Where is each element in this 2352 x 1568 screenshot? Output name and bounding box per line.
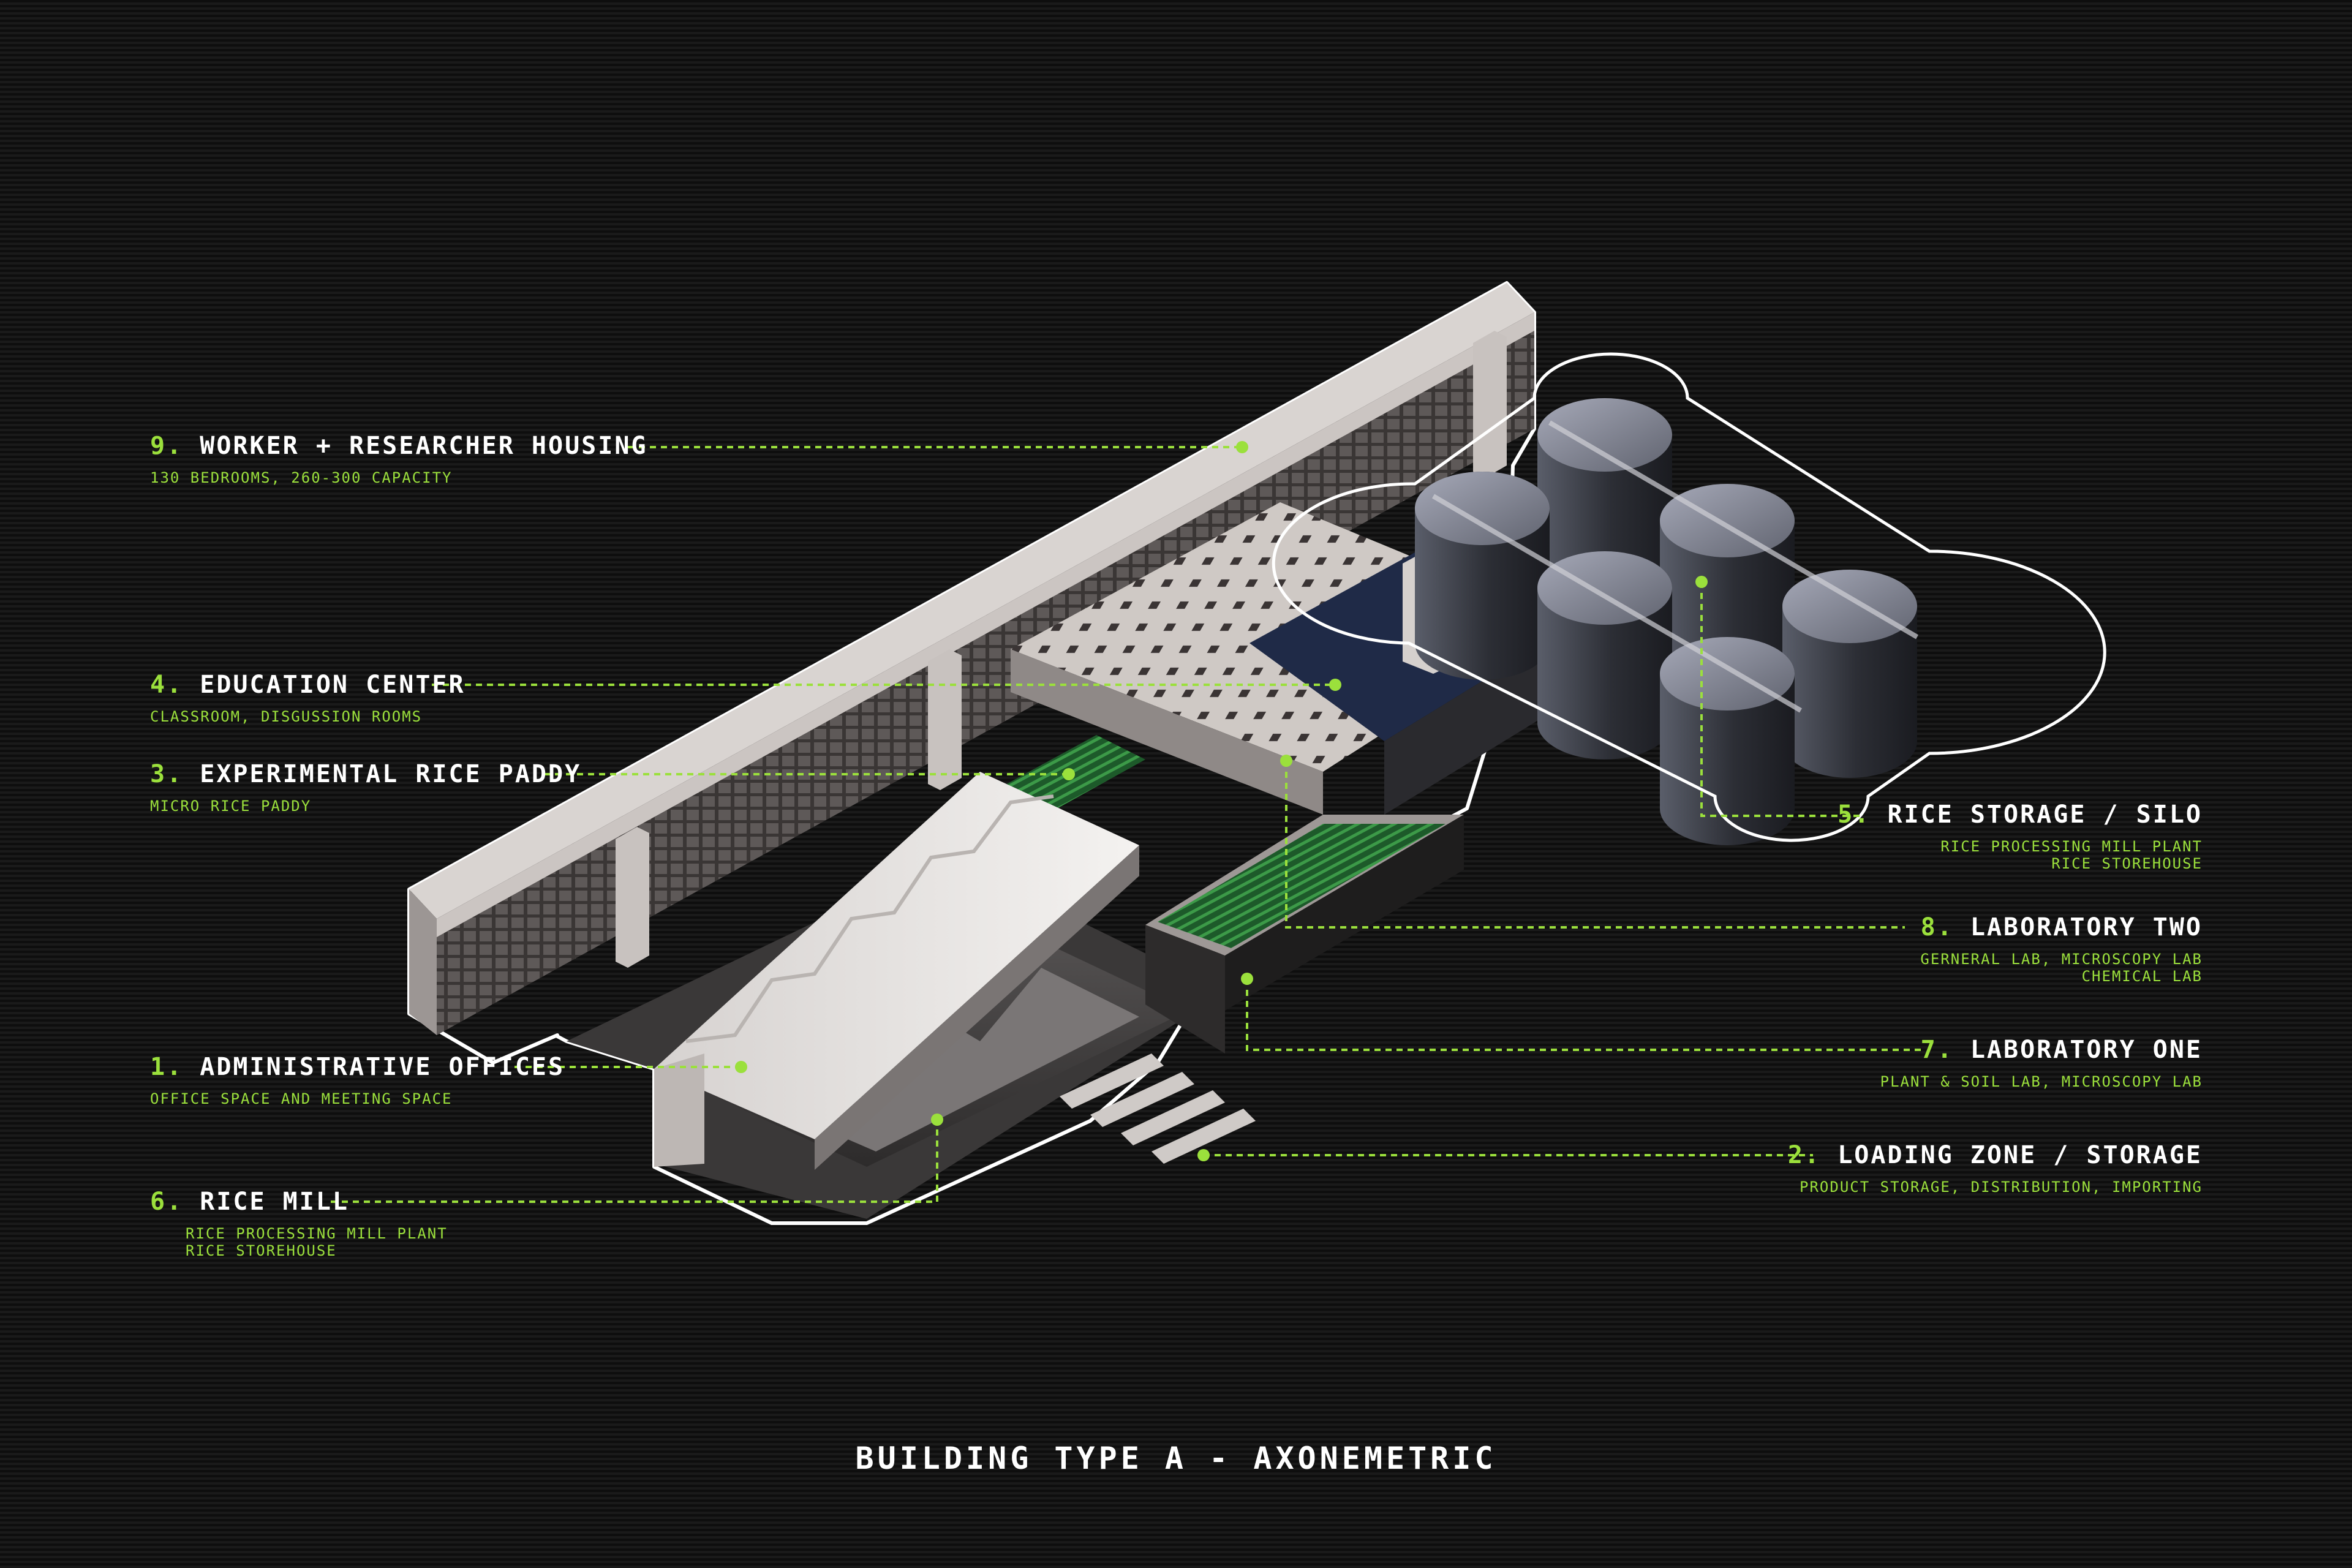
label-subtitle-group: RICE PROCESSING MILL PLANT RICE STOREHOU… <box>1838 838 2203 872</box>
label-title: EDUCATION CENTER <box>200 671 466 699</box>
label-subtitle: 130 BEDROOMS, 260-300 CAPACITY <box>150 469 453 486</box>
label-subtitle: MICRO RICE PADDY <box>150 797 312 815</box>
label-subtitle: GERNERAL LAB, MICROSCOPY LAB <box>1920 951 2203 968</box>
label-rice-storage-silo: 5. RICE STORAGE / SILO RICE PROCESSING M… <box>1838 800 2203 872</box>
label-loading-zone: 2. LOADING ZONE / STORAGE PRODUCT STORAG… <box>1788 1140 2203 1196</box>
label-title: EXPERIMENTAL RICE PADDY <box>200 760 582 788</box>
silo <box>1537 551 1672 760</box>
leader-dot <box>1236 441 1248 453</box>
label-subtitle: PRODUCT STORAGE, DISTRIBUTION, IMPORTING <box>1800 1178 2203 1196</box>
label-subtitle: RICE STOREHOUSE <box>2051 855 2203 872</box>
label-subtitle-group: GERNERAL LAB, MICROSCOPY LAB CHEMICAL LA… <box>1920 951 2203 985</box>
label-number: 5. <box>1838 801 1871 829</box>
silo <box>1415 472 1550 680</box>
label-laboratory-two: 8. LABORATORY TWO GERNERAL LAB, MICROSCO… <box>1920 913 2203 985</box>
leader-line <box>1246 979 1923 1051</box>
trucks <box>1060 1054 1256 1164</box>
label-experimental-rice-paddy: 3. EXPERIMENTAL RICE PADDY MICRO RICE PA… <box>150 760 581 815</box>
silo <box>1537 398 1672 606</box>
administrative-offices-block <box>654 772 1139 1170</box>
label-rice-mill: 6. RICE MILL RICE PROCESSING MILL PLANT … <box>150 1187 448 1259</box>
leader-worker-housing <box>628 441 1248 453</box>
laboratory-block <box>1145 815 1464 1054</box>
label-title: ADMINISTRATIVE OFFICES <box>200 1053 565 1081</box>
building-outline <box>407 281 1536 1225</box>
label-title: RICE STORAGE / SILO <box>1887 801 2203 829</box>
label-title: LABORATORY TWO <box>1970 913 2203 941</box>
label-number: 1. <box>150 1053 184 1081</box>
leader-loading-zone <box>1197 1149 1813 1161</box>
label-subtitle: CLASSROOM, DISGUSSION ROOMS <box>150 708 423 725</box>
leader-laboratory-two <box>1280 755 1905 929</box>
silo <box>1660 484 1795 692</box>
leader-line <box>331 1120 938 1203</box>
label-number: 8. <box>1920 913 1954 941</box>
label-laboratory-one: 7. LABORATORY ONE PLANT & SOIL LAB, MICR… <box>1880 1035 2203 1090</box>
label-title: LABORATORY ONE <box>1970 1036 2203 1064</box>
leader-line <box>1285 761 1905 929</box>
leader-dot <box>931 1114 943 1126</box>
caption: BUILDING TYPE A - AXONEMETRIC <box>855 1441 1497 1476</box>
leader-dot <box>1329 679 1341 691</box>
leader-experimental-rice-paddy <box>544 768 1075 780</box>
leader-dot <box>1241 973 1253 985</box>
label-education-center: 4. EDUCATION CENTER CLASSROOM, DISGUSSIO… <box>150 670 466 725</box>
label-number: 2. <box>1787 1141 1822 1169</box>
label-subtitle: RICE PROCESSING MILL PLANT <box>186 1225 448 1242</box>
leader-line <box>1700 582 1862 817</box>
label-subtitle: OFFICE SPACE AND MEETING SPACE <box>150 1090 453 1107</box>
label-administrative-offices: 1. ADMINISTRATIVE OFFICES OFFICE SPACE A… <box>150 1052 565 1107</box>
label-subtitle: CHEMICAL LAB <box>2081 968 2203 985</box>
label-number: 9. <box>150 432 184 460</box>
leader-dot <box>1695 576 1708 588</box>
label-number: 6. <box>150 1188 184 1216</box>
leader-rice-mill <box>331 1114 943 1203</box>
label-subtitle: RICE STOREHOUSE <box>186 1242 337 1259</box>
silo <box>1782 570 1917 778</box>
leader-dot <box>735 1061 747 1073</box>
leader-dot <box>1063 768 1075 780</box>
leader-rice-storage-silo <box>1695 576 1862 817</box>
label-subtitle: PLANT & SOIL LAB, MICROSCOPY LAB <box>1880 1073 2203 1090</box>
label-title: WORKER + RESEARCHER HOUSING <box>200 432 648 460</box>
label-worker-housing: 9. WORKER + RESEARCHER HOUSING 130 BEDRO… <box>150 431 647 486</box>
label-title: RICE MILL <box>200 1188 350 1216</box>
label-title: LOADING ZONE / STORAGE <box>1838 1141 2203 1169</box>
worker-housing-block <box>409 283 1534 1035</box>
label-number: 4. <box>150 671 184 699</box>
leader-laboratory-one <box>1241 973 1923 1051</box>
label-number: 7. <box>1920 1036 1954 1064</box>
silo-group <box>1272 352 2106 845</box>
leader-education-center <box>432 679 1341 691</box>
leader-administrative-offices <box>514 1061 747 1073</box>
leader-dot <box>1280 755 1292 767</box>
label-number: 3. <box>150 760 184 788</box>
label-subtitle: RICE PROCESSING MILL PLANT <box>1940 838 2203 855</box>
leader-dot <box>1197 1149 1210 1161</box>
label-subtitle-group: RICE PROCESSING MILL PLANT RICE STOREHOU… <box>186 1225 448 1259</box>
